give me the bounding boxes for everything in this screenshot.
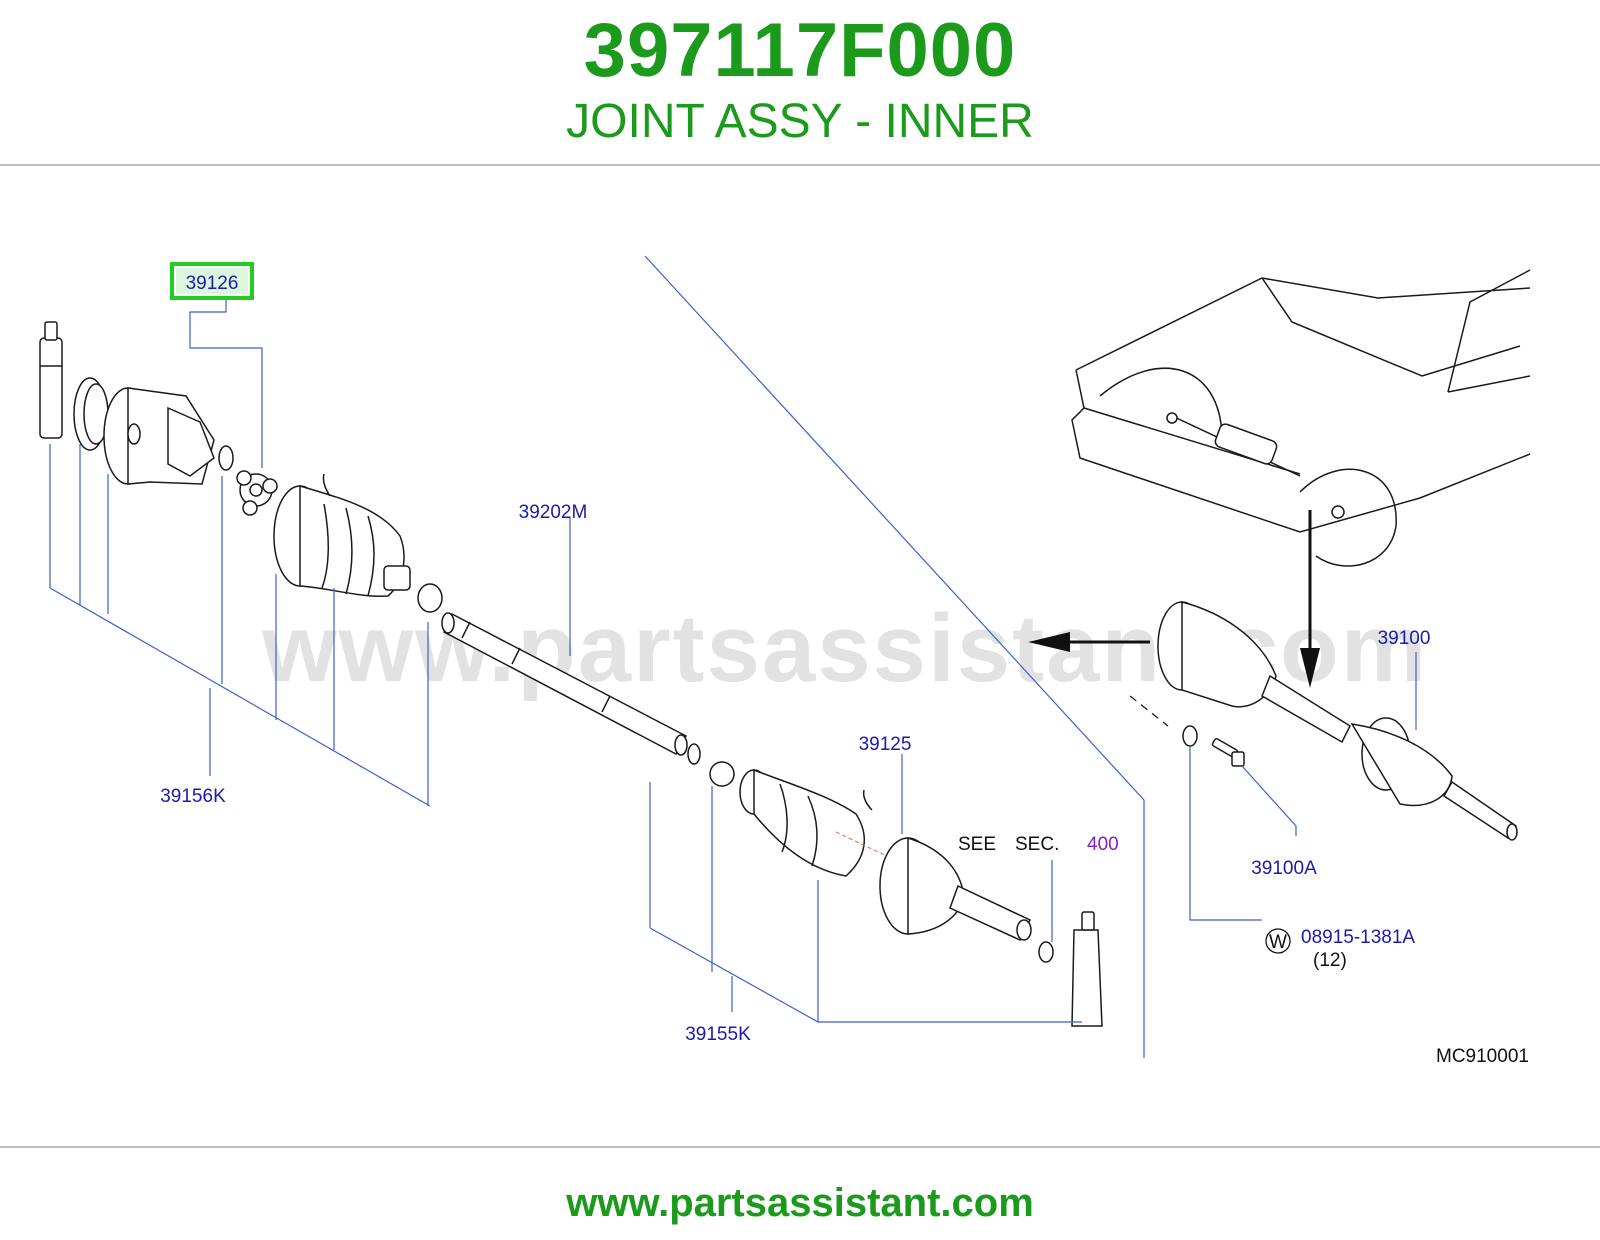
callout-39155K[interactable]: 39155K — [685, 1024, 751, 1045]
part-number-title: 397117F000 — [583, 8, 1017, 93]
snap-ring-1 — [218, 445, 234, 471]
outer-boot — [739, 768, 913, 877]
leaders-39155K — [649, 782, 1082, 1023]
outer-joint-39125[interactable] — [879, 836, 1032, 941]
highlight-box-39126 — [170, 262, 254, 300]
w-symbol-letter: W — [1269, 932, 1287, 953]
arrow-left — [1028, 632, 1150, 652]
vehicle-outline — [1071, 269, 1531, 567]
footer-divider — [0, 1146, 1600, 1148]
grease-tube-left — [39, 321, 63, 439]
callout-39126[interactable]: 39126 — [186, 273, 239, 294]
callout-quantity: (12) — [1313, 950, 1347, 971]
section-400-link[interactable]: 400 — [1087, 834, 1119, 855]
part-name-subtitle: JOINT ASSY - INNER — [566, 95, 1034, 148]
page-header: 397117F000 JOINT ASSY - INNER — [0, 0, 1600, 168]
section-divider-line — [644, 255, 1145, 801]
callout-39100[interactable]: 39100 — [1378, 628, 1431, 649]
bolt — [1211, 738, 1245, 767]
drive-shaft-39202M[interactable] — [441, 612, 688, 756]
spider-assembly — [236, 470, 278, 516]
boot-band-ring — [73, 377, 109, 451]
boot-band-2 — [709, 761, 735, 787]
leader-39100A — [1241, 765, 1297, 836]
see-label: SEE — [958, 834, 996, 855]
header-divider — [0, 164, 1600, 166]
leaders-39126 — [189, 298, 263, 468]
exploded-parts-diagram: www.partsassistant.com — [39, 255, 1531, 1067]
callout-39125[interactable]: 39125 — [859, 734, 912, 755]
sec-label: SEC. — [1015, 834, 1059, 855]
snap-ring-3 — [1038, 941, 1054, 963]
washer — [1182, 725, 1198, 747]
callout-39202M[interactable]: 39202M — [519, 502, 588, 523]
leader-08915 — [1189, 746, 1262, 921]
small-boot-band — [417, 583, 443, 613]
w-symbol-circle — [1265, 928, 1291, 954]
snap-ring-2 — [687, 743, 701, 765]
footer-website-url[interactable]: www.partsassistant.com — [566, 1181, 1034, 1225]
highlight-fill-39126 — [176, 268, 248, 294]
inner-boot — [273, 473, 411, 598]
grease-tube-right — [1071, 911, 1103, 1027]
arrow-down — [1300, 510, 1320, 688]
callout-39156K[interactable]: 39156K — [160, 786, 226, 807]
callout-39100A[interactable]: 39100A — [1251, 858, 1317, 879]
leaders-39156K — [49, 444, 431, 807]
inner-joint-housing[interactable] — [103, 387, 215, 485]
callout-08915-1381A[interactable]: 08915-1381A — [1301, 927, 1415, 948]
diagram-code: MC910001 — [1436, 1046, 1529, 1067]
drive-shaft-assembly-39100[interactable] — [1157, 601, 1518, 841]
